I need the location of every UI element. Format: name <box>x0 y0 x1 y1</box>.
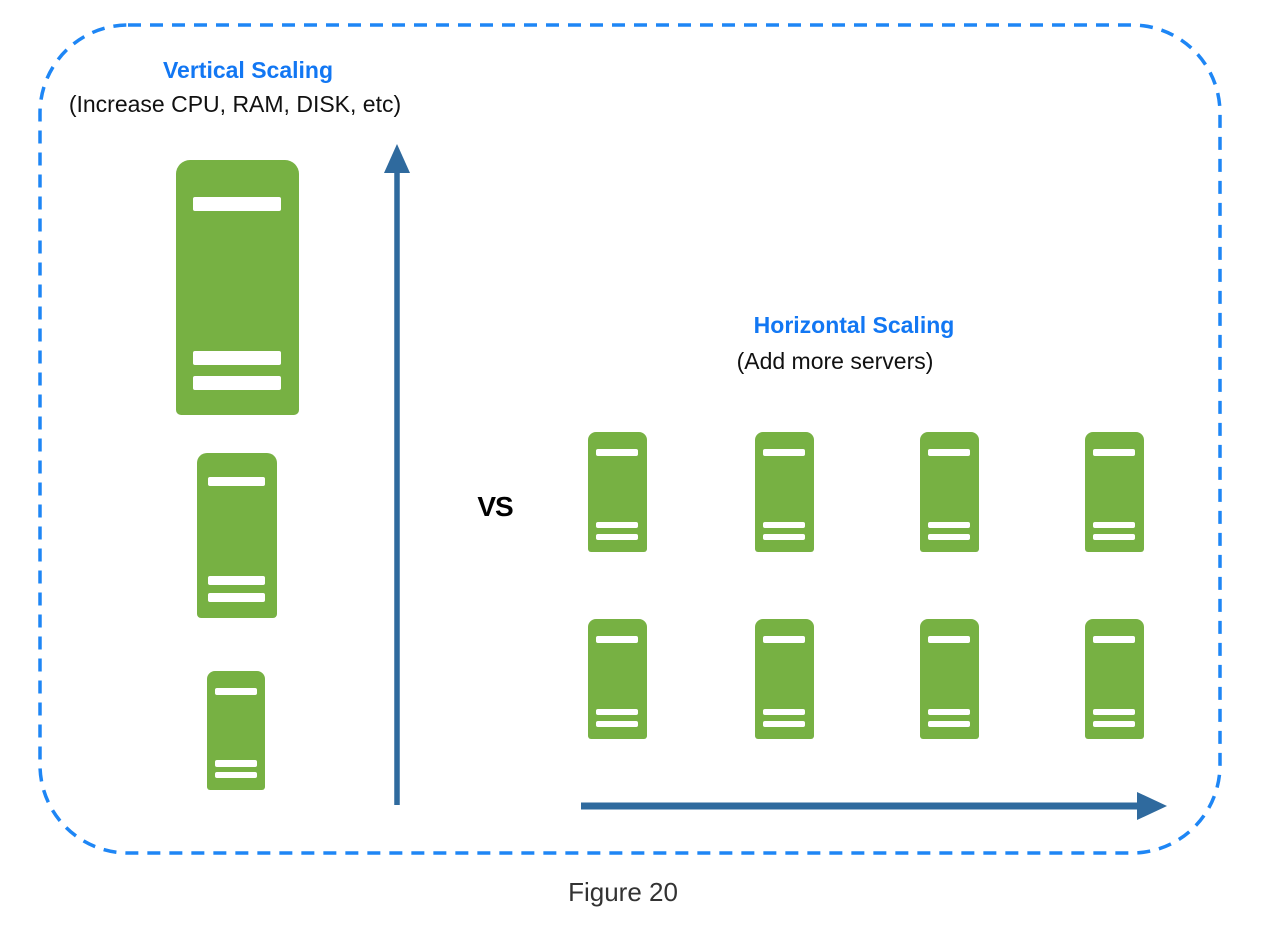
server-slot-stripe <box>928 708 971 716</box>
server-slot-stripe <box>193 196 282 211</box>
server-slot-stripe <box>193 350 282 365</box>
server-icon <box>1085 432 1144 552</box>
server-icon <box>588 619 647 739</box>
server-slot-stripe <box>1093 708 1136 716</box>
server-slot-stripe <box>928 720 971 728</box>
server-slot-stripe <box>1093 449 1136 456</box>
server-slot-stripe <box>215 760 257 767</box>
server-icon <box>755 619 814 739</box>
server-icon-small <box>207 671 265 790</box>
server-slot-stripe <box>928 449 971 456</box>
server-slot-stripe <box>763 449 806 456</box>
server-slot-stripe <box>596 521 639 529</box>
server-slot-stripe <box>763 533 806 541</box>
server-slot-stripe <box>596 708 639 716</box>
server-slot-stripe <box>208 576 266 586</box>
server-slot-stripe <box>928 521 971 529</box>
server-slot-stripe <box>928 636 971 643</box>
server-icon <box>588 432 647 552</box>
server-icon <box>755 432 814 552</box>
server-slot-stripe <box>763 521 806 529</box>
vs-label: VS <box>477 491 513 522</box>
vertical-scaling-subtitle: (Increase CPU, RAM, DISK, etc) <box>68 91 402 117</box>
horizontal-scaling-subtitle: (Add more servers) <box>736 348 934 374</box>
server-icon <box>1085 619 1144 739</box>
server-slot-stripe <box>596 533 639 541</box>
server-slot-stripe <box>1093 533 1136 541</box>
server-slot-stripe <box>208 476 266 486</box>
server-slot-stripe <box>763 708 806 716</box>
server-slot-stripe <box>193 376 282 391</box>
server-icon <box>920 432 979 552</box>
figure-caption: Figure 20 <box>568 877 678 907</box>
server-slot-stripe <box>596 449 639 456</box>
server-slot-stripe <box>215 688 257 695</box>
server-slot-stripe <box>1093 521 1136 529</box>
right-arrow-icon <box>581 792 1167 820</box>
horizontal-scaling-title: Horizontal Scaling <box>753 312 955 338</box>
up-arrow-icon <box>384 144 410 805</box>
server-slot-stripe <box>215 771 257 779</box>
server-icon-medium <box>197 453 277 618</box>
server-slot-stripe <box>763 720 806 728</box>
vertical-scaling-title: Vertical Scaling <box>162 57 334 83</box>
server-slot-stripe <box>763 636 806 643</box>
server-slot-stripe <box>928 533 971 541</box>
server-slot-stripe <box>596 636 639 643</box>
server-slot-stripe <box>208 592 266 602</box>
server-slot-stripe <box>1093 636 1136 643</box>
server-slot-stripe <box>1093 720 1136 728</box>
server-slot-stripe <box>596 720 639 728</box>
server-icon <box>920 619 979 739</box>
server-icon-large <box>176 160 299 415</box>
